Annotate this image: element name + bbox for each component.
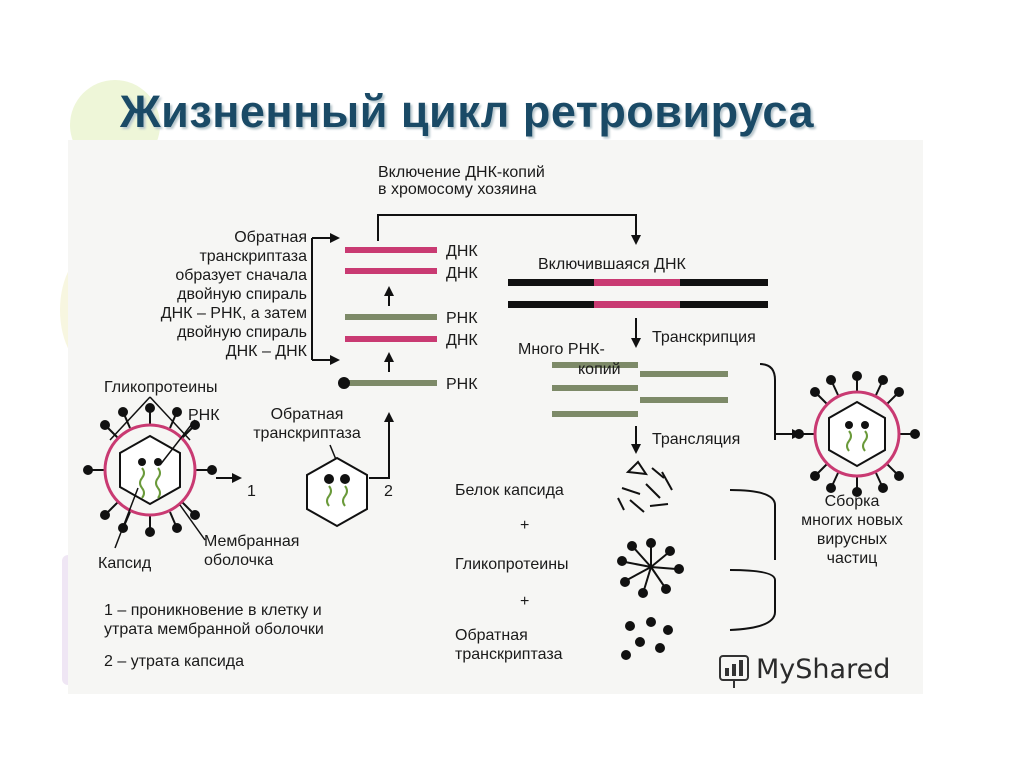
glycoproteins-label-top: Гликопротеины [104, 379, 218, 396]
rna-copy-2 [640, 371, 728, 377]
assembly-line: частиц [826, 550, 878, 567]
rna-copy-3 [552, 385, 638, 391]
dna-strand-3 [345, 336, 437, 342]
virus-particle-new [794, 371, 920, 497]
myshared-logo-icon [719, 655, 749, 688]
strand-label-rna-1: РНК [446, 310, 478, 327]
assembly-line: Сборка [824, 493, 880, 510]
rt-description: Обратная транскриптаза образует сначала … [120, 228, 307, 361]
watermark-text: MyShared [756, 654, 891, 685]
strand-label-rna-2: РНК [446, 376, 478, 393]
strand-label-dna-3: ДНК [446, 332, 478, 349]
virus-particle-left [83, 403, 217, 537]
glycoproteins-label-mid: Гликопротеины [455, 556, 569, 573]
rt-description-line: двойную спираль [177, 324, 307, 341]
plus-sign-1: + [520, 517, 530, 534]
rt-small-line: транскриптаза [253, 425, 361, 442]
rt-description-line: образует сначала [175, 267, 307, 284]
myshared-watermark: MyShared [756, 654, 890, 685]
rt-description-line: транскриптаза [199, 248, 307, 265]
assembly-line: вирусных [816, 531, 888, 548]
step-1-label: 1 [247, 483, 256, 500]
integration-label-line1: Включение ДНК-копий [378, 164, 545, 181]
rt-bottom-line: транскриптаза [455, 646, 563, 663]
capsid-particle [306, 456, 368, 528]
dna-strand-1 [345, 247, 437, 253]
assembly-line: многих новых [801, 512, 903, 529]
chromosome-bottom-insert [594, 301, 680, 308]
virus-label-pointers [109, 396, 206, 549]
legend-line: утрата мембранной оболочки [104, 621, 324, 638]
rt-bottom-label: Обратная транскриптаза [455, 626, 563, 664]
rt-small-label: Обратная транскриптаза [232, 405, 382, 443]
capsid-protein-fragments [617, 460, 673, 513]
rna-virus-label: РНК [188, 407, 220, 424]
glycoprotein-cluster [617, 538, 684, 598]
transcription-label: Транскрипция [652, 329, 756, 346]
page-title: Жизненный цикл ретровируса [120, 86, 815, 137]
integration-arrow [377, 214, 641, 245]
many-rna-label-line2: копий [578, 361, 621, 378]
reverse-transcriptase-dots [621, 617, 673, 660]
rt-bottom-line: Обратная [455, 627, 528, 644]
dna-strand-2 [345, 268, 437, 274]
rna-cap [338, 377, 350, 389]
rna-copy-5 [552, 411, 638, 417]
integration-label-line2: в хромосому хозяина [378, 181, 537, 198]
capsid-label: Капсид [98, 555, 152, 572]
rt-description-line: двойную спираль [177, 286, 307, 303]
strand-label-dna-1: ДНК [446, 243, 478, 260]
rna-copy-4 [640, 397, 728, 403]
membrane-line: Мембранная [204, 533, 300, 550]
rna-strand-2 [345, 380, 437, 386]
rna-copy-1 [552, 362, 638, 368]
membrane-label: Мембранная оболочка [204, 532, 299, 570]
rt-description-line: ДНК – ДНК [225, 343, 307, 360]
rna-strand-1 [345, 314, 437, 320]
chromosome-top-insert [594, 279, 680, 286]
assembly-bracket [729, 363, 776, 631]
assembly-label: Сборка многих новых вирусных частиц [782, 492, 922, 568]
legend-line: 1 – проникновение в клетку и [104, 602, 322, 619]
chromosome-bottom-right [680, 301, 768, 308]
capsid-protein-label: Белок капсида [455, 482, 564, 499]
step-2-label: 2 [384, 483, 393, 500]
integrated-dna-label: Включившаяся ДНК [538, 256, 686, 273]
rt-description-line: Обратная [234, 229, 307, 246]
legend-step-1: 1 – проникновение в клетку и утрата мемб… [104, 601, 324, 639]
rt-description-line: ДНК – РНК, а затем [160, 305, 307, 322]
rt-small-line: Обратная [270, 406, 344, 423]
chromosome-top-right [680, 279, 768, 286]
plus-sign-2: + [520, 593, 530, 610]
many-rna-label-line1: Много РНК- [518, 341, 605, 358]
step-2-arrow [369, 412, 394, 479]
strand-label-dna-2: ДНК [446, 265, 478, 282]
chromosome-top-left [508, 279, 594, 286]
membrane-line: оболочка [204, 552, 274, 569]
translation-label: Трансляция [652, 431, 741, 448]
legend-step-2: 2 – утрата капсида [104, 653, 245, 670]
chromosome-bottom-left [508, 301, 594, 308]
diagram-panel [68, 140, 923, 694]
